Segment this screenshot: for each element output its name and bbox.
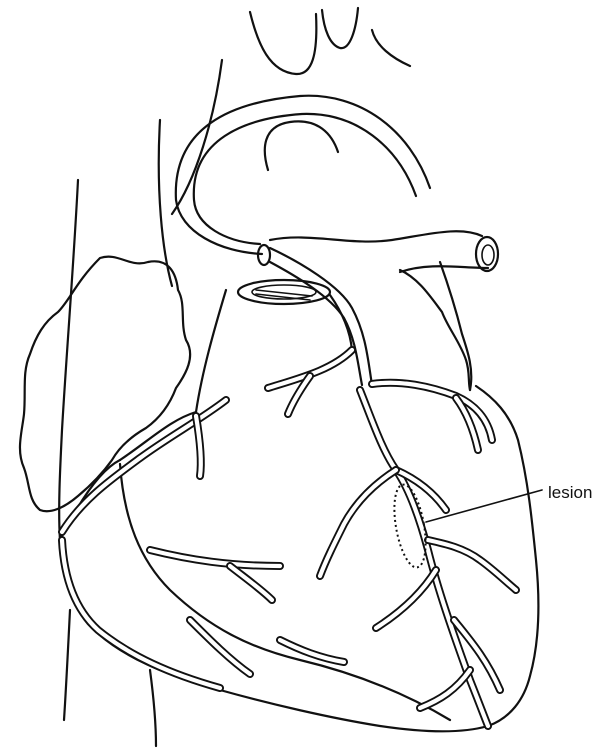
lower-outline-center xyxy=(150,670,156,746)
right-atrium xyxy=(20,257,190,512)
lesion-label: lesion xyxy=(548,483,592,502)
pulmonary-artery xyxy=(270,231,498,390)
great-vessels xyxy=(159,8,410,286)
left-atrium xyxy=(400,270,470,390)
coronary-branches xyxy=(150,350,492,674)
lower-outline-left xyxy=(64,610,70,720)
left-outline xyxy=(59,180,78,540)
